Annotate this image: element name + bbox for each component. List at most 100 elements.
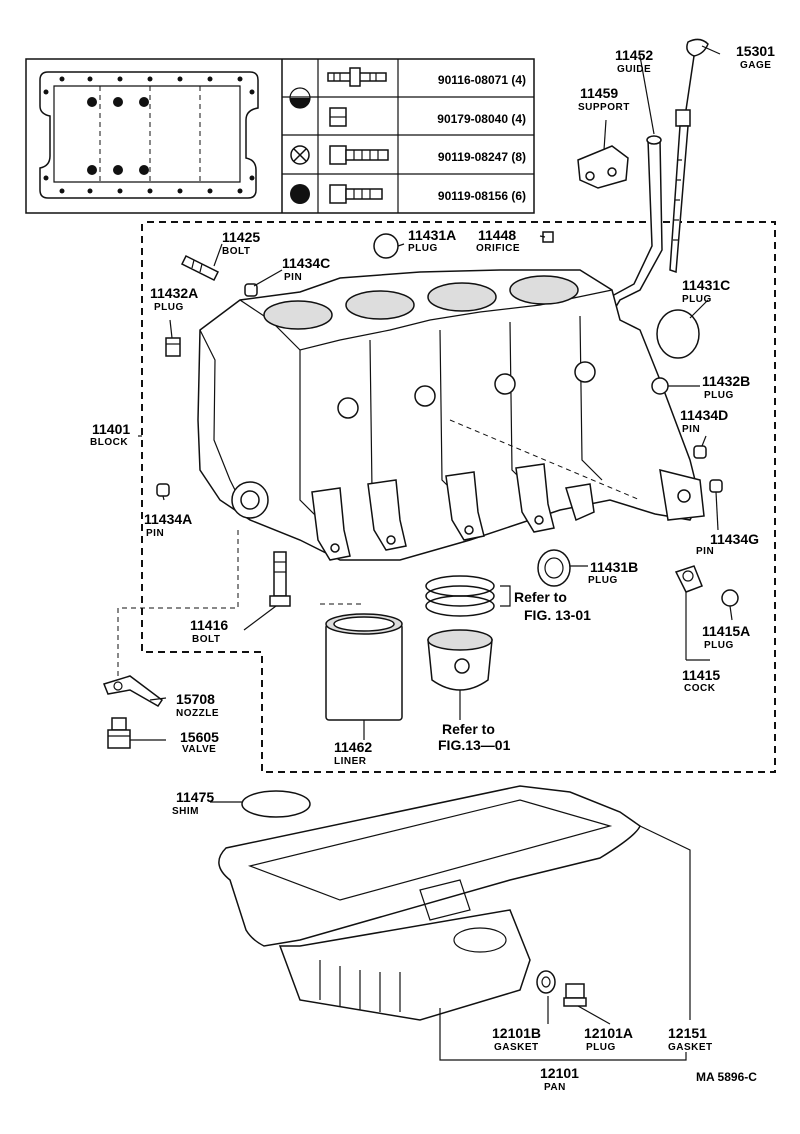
gasket-bolt-hole — [177, 188, 183, 194]
label-11415-sub: COCK — [684, 683, 716, 694]
label-15708-num: 15708 — [176, 691, 215, 707]
label-11434c-num: 11434C — [282, 255, 330, 271]
piston-rings — [425, 575, 495, 617]
gasket-bolt-hole — [237, 76, 243, 82]
guide-support — [577, 145, 629, 189]
label-11475-sub: SHIM — [172, 806, 199, 817]
label-12151-num: 12151 — [668, 1025, 707, 1041]
drain-cock-11415 — [674, 565, 703, 593]
table-part-1: 90116-08071 (4) — [438, 73, 526, 87]
gasket-marked-hole — [113, 97, 123, 107]
nut-sketch — [329, 107, 347, 127]
gasket-bolt-hole — [177, 76, 183, 82]
label-11432b-sub: PLUG — [704, 390, 734, 401]
table-part-4: 90119-08156 (6) — [438, 189, 526, 203]
gasket-bolt-hole — [249, 175, 255, 181]
plug-11432b — [651, 377, 669, 395]
label-11431a-num: 11431A — [408, 227, 456, 243]
gasket-marked-hole — [139, 165, 149, 175]
bolt-11416 — [269, 551, 291, 607]
label-11431c-sub: PLUG — [682, 294, 712, 305]
illustration-code: MA 5896-C — [696, 1070, 757, 1084]
gasket-bolt-hole — [147, 188, 153, 194]
label-12151-sub: GASKET — [668, 1042, 713, 1053]
plug-11431b — [537, 549, 571, 587]
ref-piston-line2: FIG.13—01 — [438, 737, 511, 753]
label-11434a-num: 11434A — [144, 511, 192, 527]
label-11434a-sub: PIN — [146, 528, 164, 539]
part-labels: 11452 GUIDE 15301 GAGE 11459 SUPPORT 114… — [90, 43, 775, 1093]
oil-pan — [218, 785, 641, 1021]
pin-11434a — [156, 483, 170, 497]
gasket-bolt-hole — [147, 76, 153, 82]
label-11415a-sub: PLUG — [704, 640, 734, 651]
dipstick-gauge — [669, 38, 709, 274]
label-15301-num: 15301 — [736, 43, 775, 59]
label-11452-sub: GUIDE — [617, 64, 651, 75]
oil-nozzle-15708 — [103, 675, 164, 707]
plug-11415a — [721, 589, 739, 607]
check-valve-15605 — [107, 717, 131, 749]
gasket-bolt-hole — [43, 175, 49, 181]
label-11415-num: 11415 — [682, 667, 720, 683]
label-11416-sub: BOLT — [192, 634, 220, 645]
ref-rings-line1: Refer to — [514, 589, 567, 605]
filled-circle-icon — [290, 184, 310, 204]
bolt-table: 90116-08071 (4) 90179-08040 (4) 90119-08… — [25, 58, 535, 214]
label-11415a-num: 11415A — [702, 623, 750, 639]
bolt-11425 — [180, 254, 220, 282]
label-11459-num: 11459 — [580, 85, 618, 101]
bolt-sketch-1 — [327, 67, 387, 87]
pin-11434g — [709, 479, 723, 493]
label-11401-num: 11401 — [92, 421, 130, 437]
label-11462-num: 11462 — [334, 739, 372, 755]
label-12101b-num: 12101B — [492, 1025, 541, 1041]
label-11434c-sub: PIN — [284, 272, 302, 283]
label-15605-num: 15605 — [180, 729, 219, 745]
label-11475-num: 11475 — [176, 789, 214, 805]
plug-11432a — [165, 337, 181, 357]
label-11448-num: 11448 — [478, 227, 516, 243]
bolt-sketch-3 — [329, 145, 389, 165]
gasket-bolt-hole — [207, 188, 213, 194]
label-15605-sub: VALVE — [182, 744, 216, 755]
cylinder-block — [197, 269, 705, 561]
label-11416-num: 11416 — [190, 617, 228, 633]
label-11401-sub: BLOCK — [90, 437, 128, 448]
label-12101b-sub: GASKET — [494, 1042, 539, 1053]
label-12101-num: 12101 — [540, 1065, 579, 1081]
label-11462-sub: LINER — [334, 756, 367, 767]
label-11431b-sub: PLUG — [588, 575, 618, 586]
label-11431b-num: 11431B — [590, 559, 638, 575]
label-12101a-num: 12101A — [584, 1025, 633, 1041]
gasket-bolt-hole — [237, 188, 243, 194]
pin-11434d — [693, 445, 707, 459]
gasket-bolt-hole — [207, 76, 213, 82]
table-part-3: 90119-08247 (8) — [438, 150, 526, 164]
plug-11431c — [656, 309, 700, 359]
drain-gasket-12101b — [536, 970, 556, 994]
gasket-bolt-hole — [59, 76, 65, 82]
label-11431c-num: 11431C — [682, 277, 730, 293]
label-12101a-sub: PLUG — [586, 1042, 616, 1053]
bolt-sketch-4 — [329, 184, 383, 204]
pin-11434c — [244, 283, 258, 297]
label-11434d-num: 11434D — [680, 407, 728, 423]
half-filled-circle-icon — [289, 87, 311, 109]
label-11432b-num: 11432B — [702, 373, 750, 389]
gasket-marked-hole — [87, 165, 97, 175]
gasket-bolt-hole — [249, 89, 255, 95]
label-11425-num: 11425 — [222, 229, 260, 245]
leader-lines — [130, 45, 733, 1061]
gasket-marked-hole — [87, 97, 97, 107]
label-11448-sub: ORIFICE — [476, 243, 520, 254]
shim-ring — [241, 790, 311, 818]
label-11434g-num: 11434G — [710, 531, 759, 547]
gasket-bolt-hole — [43, 89, 49, 95]
nozzle-leader-dashed — [117, 530, 239, 680]
ref-piston-line1: Refer to — [442, 721, 495, 737]
head-gasket-sketch — [39, 71, 259, 199]
cylinder-liner — [325, 613, 403, 721]
label-11452-num: 11452 — [615, 47, 653, 63]
